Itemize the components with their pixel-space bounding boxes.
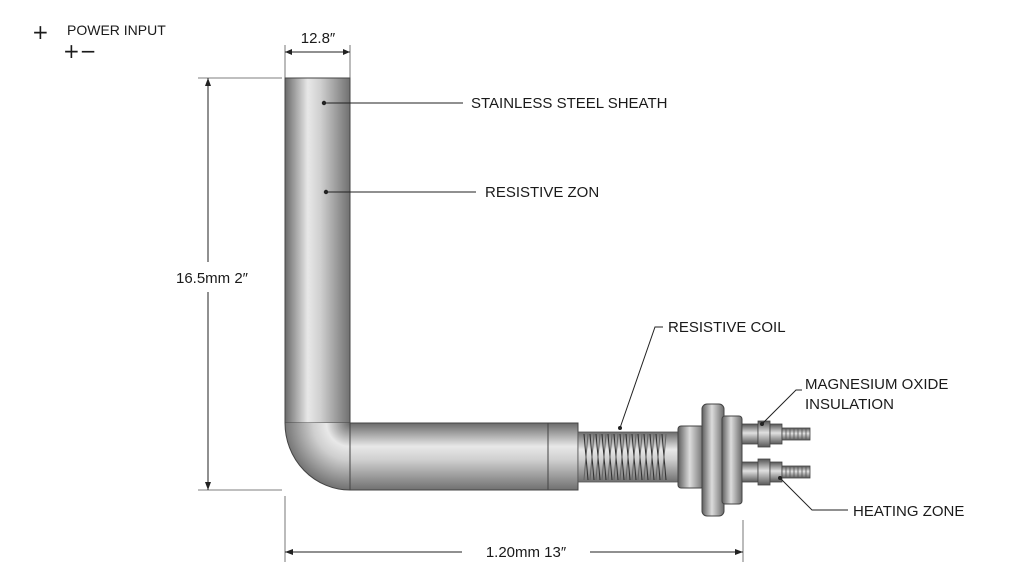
sheath-sleeve (547, 422, 579, 491)
coupling-body (677, 425, 705, 489)
callout-heating-zone: HEATING ZONE (778, 476, 964, 520)
terminal-block (721, 415, 743, 505)
length-dimension: 1.20mm 13″ (284, 496, 744, 562)
upper-terminal (741, 420, 811, 448)
callout-insulation: MAGNESIUM OXIDE INSULATION (760, 376, 948, 426)
resistive-zone-label: RESISTIVE ZON (485, 184, 599, 201)
lower-terminal (741, 458, 811, 486)
power-input-label: POWER INPUT (67, 22, 166, 38)
sheath-label: STAINLESS STEEL SHEATH (471, 95, 667, 112)
callout-resistive-coil: RESISTIVE COIL (618, 319, 786, 430)
vertical-sheath (284, 77, 351, 424)
horizontal-sheath (349, 422, 551, 491)
height-dimension: 16.5mm 2″ (176, 77, 282, 491)
insulation-label-line2: INSULATION (805, 396, 894, 413)
callout-resistive-zone: RESISTIVE ZON (323, 184, 599, 201)
resistive-coil (583, 433, 667, 481)
width-dimension: 12.8″ (284, 30, 351, 78)
width-dimension-label: 12.8″ (301, 30, 336, 47)
plus-minus-icon: +− (63, 39, 97, 63)
plus-icon: + (32, 20, 49, 44)
resistive-coil-label: RESISTIVE COIL (668, 319, 786, 336)
insulation-label-line1: MAGNESIUM OXIDE (805, 376, 948, 393)
length-dimension-label: 1.20mm 13″ (486, 544, 567, 561)
heating-zone-label: HEATING ZONE (853, 503, 964, 520)
height-dimension-label: 16.5mm 2″ (176, 270, 249, 287)
callout-sheath: STAINLESS STEEL SHEATH (321, 95, 667, 112)
heater-element (284, 77, 811, 517)
sheath-bend (285, 423, 350, 490)
mounting-flange (701, 403, 725, 517)
